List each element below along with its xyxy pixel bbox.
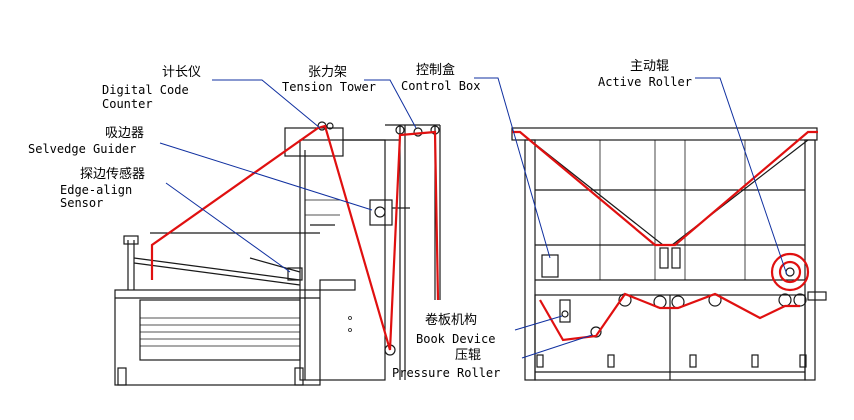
lower-housing bbox=[139, 299, 301, 361]
pressure-roller-en: Pressure Roller bbox=[392, 366, 501, 380]
tension-tower-zh: 张力架 bbox=[308, 65, 348, 80]
pressure-roller-zh: 压辊 bbox=[455, 348, 482, 363]
book-device-zh: 卷板机构 bbox=[425, 313, 478, 328]
top-beam bbox=[511, 127, 818, 141]
fabric-path-front-lower bbox=[539, 292, 800, 342]
base-frame bbox=[114, 289, 321, 386]
selvedge-guider-en: Selvedge Guider bbox=[28, 142, 137, 156]
book-device-en: Book Device bbox=[416, 332, 496, 346]
side-view-machine bbox=[114, 121, 441, 386]
leader-lines bbox=[159, 77, 788, 359]
edge-align-sensor-zh: 探边传感器 bbox=[80, 167, 146, 182]
book-device-unit bbox=[559, 299, 571, 323]
edge-align-sensor-en-1: Edge-align bbox=[60, 183, 133, 197]
digital-code-counter-zh: 计长仪 bbox=[162, 65, 202, 80]
selvedge-guider-zh: 吸边器 bbox=[105, 126, 145, 141]
top-bracket bbox=[284, 127, 344, 157]
control-box-en: Control Box bbox=[401, 79, 481, 93]
edge-sensor-unit bbox=[287, 267, 303, 281]
side-housing bbox=[299, 139, 386, 381]
active-roller-en: Active Roller bbox=[598, 75, 692, 89]
control-box-zh: 控制盒 bbox=[416, 63, 456, 78]
fabric-path-front-upper bbox=[512, 130, 818, 247]
edge-align-sensor-en-2: Sensor bbox=[60, 196, 104, 210]
fabric-path-side bbox=[150, 124, 440, 351]
selvedge-guider-unit bbox=[369, 199, 393, 226]
control-box-unit bbox=[541, 254, 559, 278]
active-roller-zh: 主动辊 bbox=[630, 59, 670, 74]
digital-code-counter-en-1: Digital Code bbox=[102, 83, 189, 97]
front-view-machine bbox=[511, 127, 827, 381]
digital-code-counter-en-2: Counter bbox=[102, 97, 153, 111]
tension-tower-en: Tension Tower bbox=[282, 80, 376, 94]
active-roller-unit bbox=[770, 252, 810, 292]
